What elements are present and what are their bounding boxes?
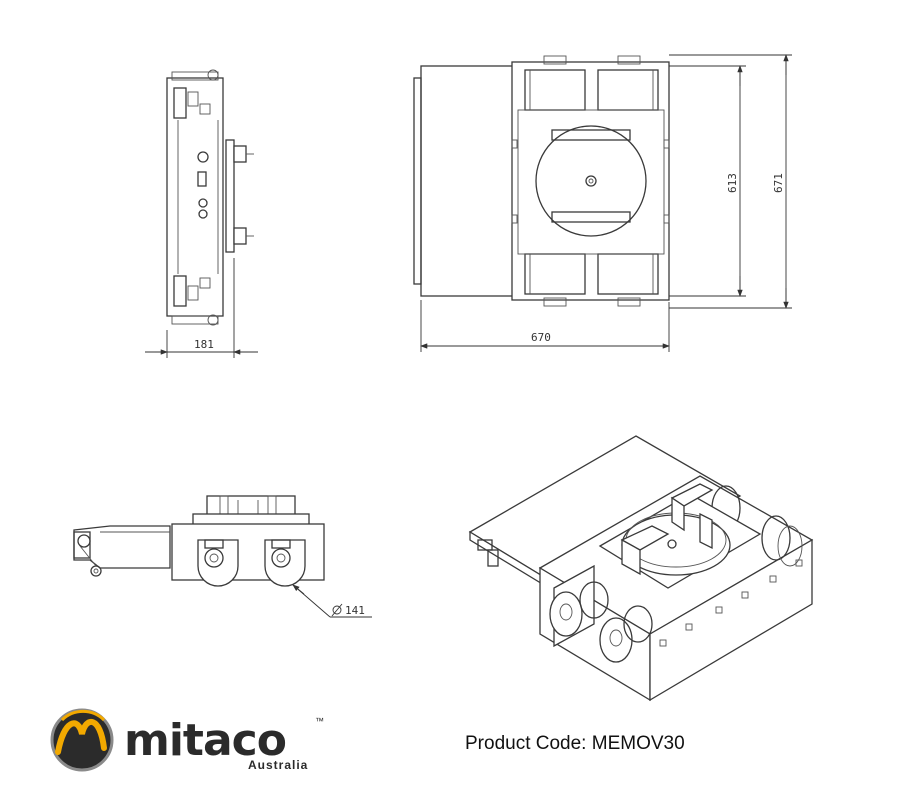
- isometric-view: [468, 435, 814, 702]
- dim-top-width: 670: [531, 331, 551, 344]
- mitaco-logo: mitaco ™ Australia: [50, 708, 324, 772]
- logo-tm: ™: [315, 716, 324, 726]
- product-code-value: MEMOV30: [591, 733, 685, 754]
- product-code-line: Product Code: MEMOV30: [465, 733, 685, 755]
- dim-side-width: 181: [194, 338, 214, 351]
- top-view: 670 613 671: [413, 54, 792, 352]
- product-code-label: Product Code:: [465, 733, 587, 754]
- dim-top-inner-height: 613: [726, 173, 739, 193]
- logo-brand: mitaco: [124, 715, 286, 766]
- dim-top-outer-height: 671: [772, 173, 785, 193]
- front-view: 141: [73, 495, 372, 618]
- logo-subtitle: Australia: [248, 758, 308, 772]
- dim-wheel-diameter: 141: [345, 604, 365, 617]
- side-view: 181: [145, 69, 258, 358]
